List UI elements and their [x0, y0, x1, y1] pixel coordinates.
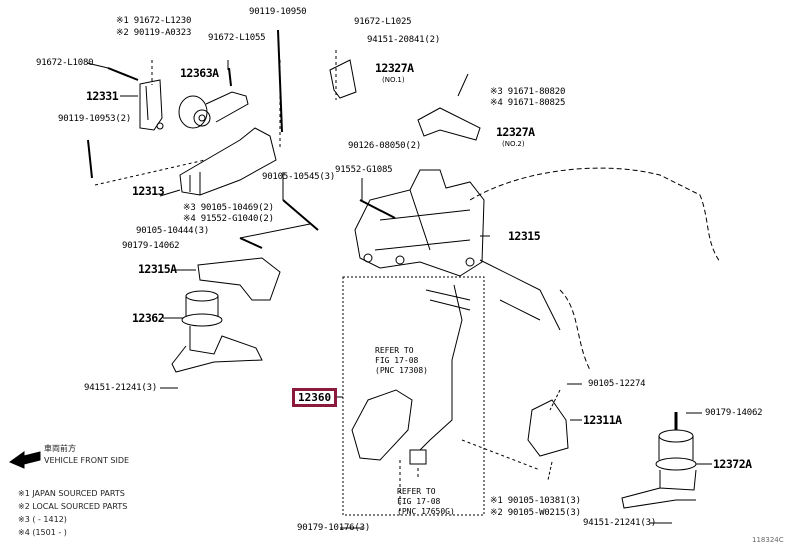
refer-line: (PNC 17650G) [397, 507, 455, 516]
mount-12362 [171, 290, 263, 373]
fastener-label[interactable]: ※1 90105-10381(3) [490, 496, 581, 506]
fastener-label[interactable]: ※3 90105-10469(2) [183, 203, 274, 213]
front-indicator-en: VEHICLE FRONT SIDE [44, 456, 130, 465]
part-label-12331[interactable]: 12331 [86, 89, 119, 103]
fastener-label[interactable]: ※3 91671-80820 [490, 87, 566, 97]
fastener-label[interactable]: ※2 90105-W0215(3) [490, 508, 581, 518]
fastener-label[interactable]: 90179-14062 [705, 408, 763, 418]
fastener-label[interactable]: 94151-20841(2) [367, 35, 441, 45]
fastener-label[interactable]: 90119-10950 [249, 7, 307, 17]
part-label-12313[interactable]: 12313 [132, 184, 165, 198]
assembly-12360 [351, 284, 471, 465]
bracket-12315 [354, 169, 485, 277]
part-label-12311A[interactable]: 12311A [583, 413, 622, 427]
fastener-label[interactable]: 91672-L1025 [354, 17, 412, 27]
refer-line: (PNC 17308) [375, 366, 428, 375]
part-label-12360-highlighted[interactable]: 12360 [292, 388, 338, 407]
refer-line: REFER TO [375, 346, 414, 355]
bracket-12327A-1 [329, 59, 357, 99]
assembly-box-12360 [342, 276, 485, 516]
refer-note-2[interactable]: REFER TO FIG 17-08 (PNC 17650G) [397, 487, 455, 517]
front-arrow-icon [8, 451, 41, 469]
fastener-label[interactable]: 90179-14062 [122, 241, 180, 251]
legend-item: ※2 LOCAL SOURCED PARTS [18, 502, 128, 511]
engine-outline [469, 167, 721, 371]
part-label-12327A-1[interactable]: 12327A [375, 61, 414, 75]
refer-line: FIG 17-08 [397, 497, 441, 506]
part-label-12327A-2[interactable]: 12327A [496, 125, 535, 139]
engine-body-lines [479, 259, 561, 331]
part-label-12372A[interactable]: 12372A [713, 457, 752, 471]
fastener-label[interactable]: 94151-21241(3) [583, 518, 657, 528]
part-label-12362[interactable]: 12362 [132, 311, 165, 325]
fastener-label[interactable]: ※2 90119-A0323 [116, 28, 192, 38]
fastener-label[interactable]: 90105-12274 [588, 379, 646, 389]
bracket-12313 [179, 127, 277, 196]
legend-item: ※3 ( - 1412) [18, 515, 67, 524]
fastener-label[interactable]: 90126-08050(2) [348, 141, 422, 151]
fastener-label[interactable]: 94151-21241(3) [84, 383, 158, 393]
part-label-12315A[interactable]: 12315A [138, 262, 177, 276]
part-note-no1: (NO.1) [382, 76, 405, 84]
part-label-12315[interactable]: 12315 [508, 229, 541, 243]
bracket-12331 [139, 79, 164, 131]
mount-12372A [621, 429, 697, 509]
fastener-label[interactable]: 91672-L1055 [208, 33, 266, 43]
front-indicator-jp: 車両前方 [44, 444, 76, 453]
fastener-label[interactable]: ※1 91672-L1230 [116, 16, 192, 26]
fastener-label[interactable]: 90105-10444(3) [136, 226, 210, 236]
fastener-label[interactable]: ※4 91552-G1040(2) [183, 214, 274, 224]
legend-item: ※4 (1501 - ) [18, 528, 67, 537]
fastener-label[interactable]: 90119-10953(2) [58, 114, 132, 124]
fastener-label[interactable]: 91552-G1085 [335, 165, 393, 175]
refer-line: REFER TO [397, 487, 436, 496]
fastener-label[interactable]: ※4 91671-80825 [490, 98, 566, 108]
fastener-label[interactable]: 90105-10545(3) [262, 172, 336, 182]
part-label-12363A[interactable]: 12363A [180, 66, 219, 80]
bracket-12311A [527, 399, 569, 457]
figure-id: 118324C [752, 536, 784, 544]
fastener-label[interactable]: 90179-10176(3) [297, 523, 371, 533]
part-note-no2: (NO.2) [502, 140, 525, 148]
refer-note-1[interactable]: REFER TO FIG 17-08 (PNC 17308) [375, 346, 428, 376]
bracket-12327A-2 [417, 107, 481, 141]
legend-item: ※1 JAPAN SOURCED PARTS [18, 489, 125, 498]
mount-12363A [178, 91, 249, 129]
refer-line: FIG 17-08 [375, 356, 419, 365]
fastener-label[interactable]: 91672-L1080 [36, 58, 94, 68]
bracket-12315A [197, 257, 281, 301]
